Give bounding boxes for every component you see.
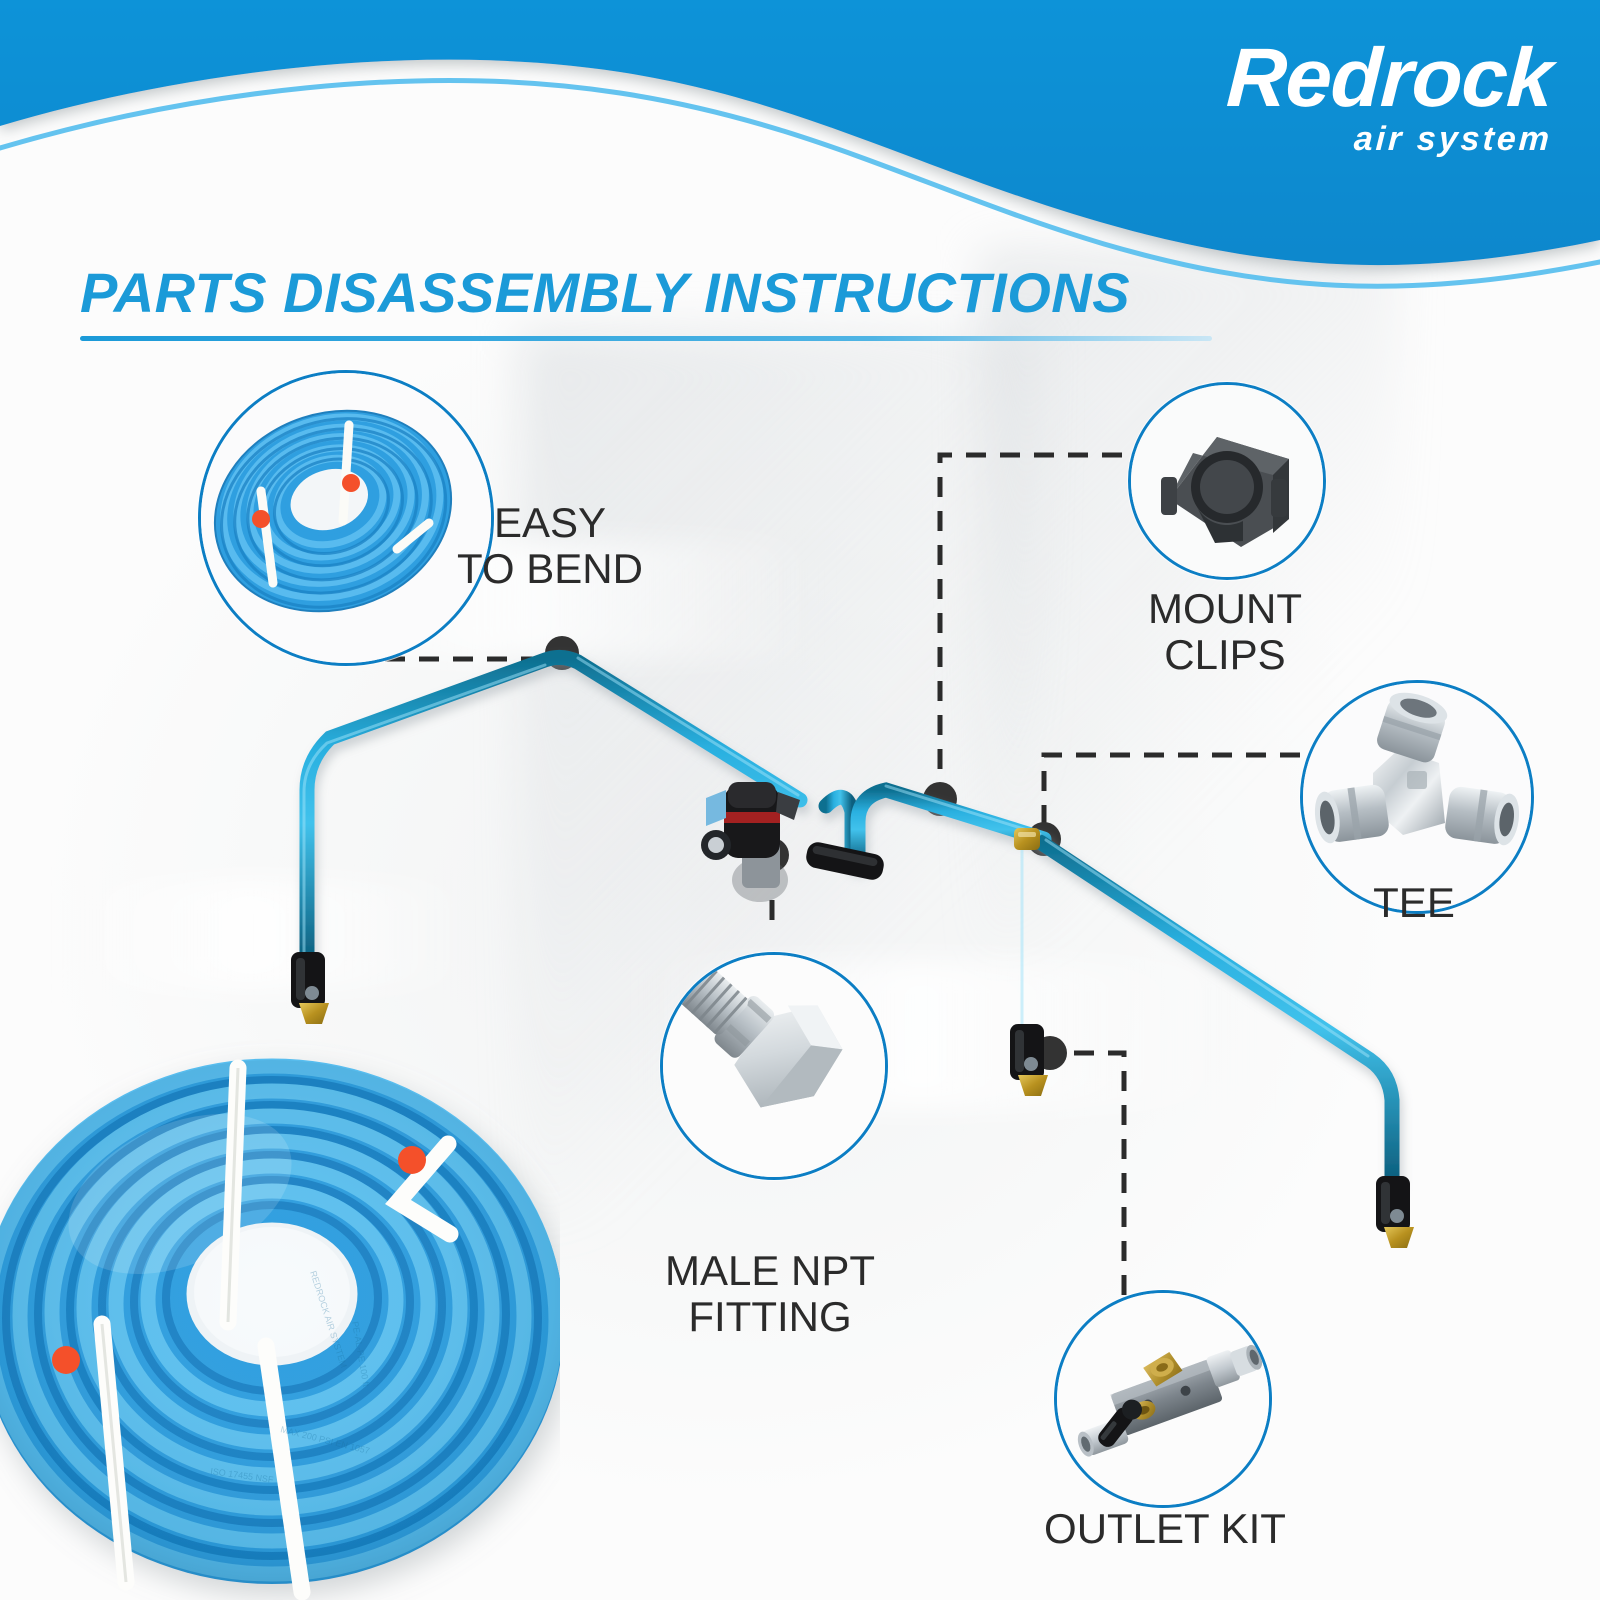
- hero-hose-coil: REDROCK AIR SYSTEM PE-AL-PE 100 ft MAX 2…: [0, 1058, 560, 1600]
- grey-outlet-manifold-icon: [1057, 1293, 1269, 1505]
- title-underline: [80, 336, 1212, 341]
- tube-diagonal-right-run: [1032, 834, 1400, 1188]
- header-banner: [0, 0, 1600, 300]
- valve-cap: [728, 782, 776, 808]
- callout-tee[interactable]: [1300, 680, 1534, 914]
- coil-straps: [256, 420, 434, 588]
- hero-end-cap-right: [398, 1146, 426, 1174]
- valve-red-band: [724, 812, 780, 823]
- callout-label-male-npt-fitting: MALE NPT FITTING: [664, 1247, 876, 1341]
- end-fitting-left: [291, 952, 329, 1024]
- callout-outlet-kit[interactable]: [1054, 1290, 1272, 1508]
- tee-joint: [1014, 828, 1040, 850]
- coil-end-cap-1: [342, 474, 360, 492]
- end-fitting-right: [1376, 1176, 1414, 1248]
- valve-bracket: [776, 792, 800, 820]
- tube-main-peak: [299, 649, 808, 968]
- callout-male-npt-fitting[interactable]: [660, 952, 888, 1180]
- black-mount-clip-icon: [1131, 385, 1323, 577]
- end-fitting-tee-leg: [1010, 1024, 1048, 1096]
- callout-label-mount-clips: MOUNT CLIPS: [1148, 585, 1302, 679]
- tube-upper-right-run: [850, 782, 1052, 870]
- valve-regulator-assembly: [701, 782, 800, 902]
- tubing-highlights: [302, 656, 1370, 1058]
- callout-label-tee: TEE: [1373, 879, 1455, 926]
- valve-blue-lever: [706, 790, 726, 826]
- callout-label-easy-to-bend: EASY TO BEND: [457, 499, 643, 593]
- hero-end-cap-left: [52, 1346, 80, 1374]
- chrome-tee-fitting-icon: [1303, 683, 1531, 911]
- callout-easy-to-bend[interactable]: [198, 370, 494, 666]
- header-wave-shape: [0, 0, 1600, 300]
- callout-label-outlet-kit: OUTLET KIT: [1044, 1505, 1286, 1552]
- background-streak-3: [60, 880, 480, 990]
- callout-mount-clips[interactable]: [1128, 382, 1326, 580]
- coil-end-cap-2: [252, 510, 270, 528]
- blue-hose-coil-small-icon: [201, 373, 491, 663]
- tubing-runs: [299, 649, 1400, 1188]
- inline-connector-block: [806, 842, 884, 880]
- header-accent-line: [0, 78, 1600, 289]
- page-title: PARTS DISASSEMBLY INSTRUCTIONS: [80, 261, 1131, 324]
- chrome-male-npt-fitting-icon: [663, 955, 885, 1177]
